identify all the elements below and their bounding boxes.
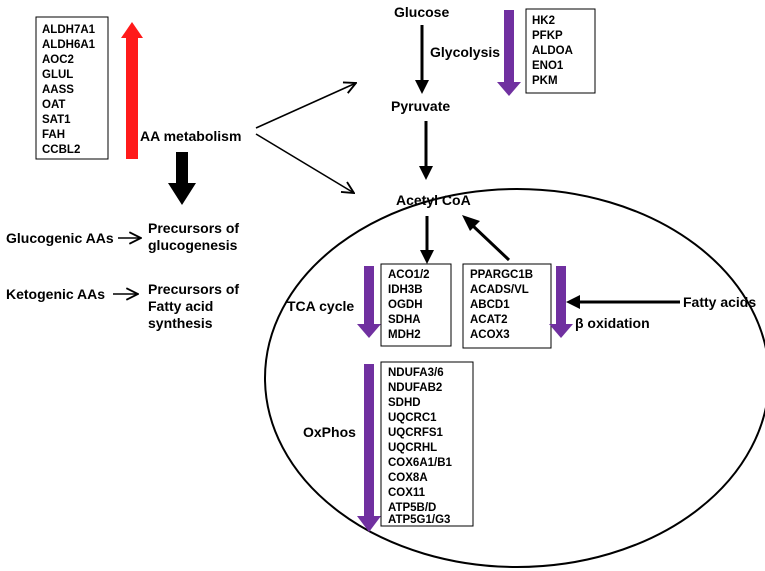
beta-ox-gene-box [462,263,552,349]
beta-oxidation-label: β oxidation [575,315,650,331]
precursors-fatty-acid-line1: Precursors of [148,281,239,297]
betaox-to-acetylcoa-arrow [462,215,511,262]
beta-ox-gene: ACOX3 [470,329,510,341]
glycolysis-gene: PFKP [532,30,563,42]
aa-gene: AASS [42,84,74,96]
ketogenic-aas-label: Ketogenic AAs [6,286,105,302]
beta-ox-gene: PPARGC1B [470,269,533,281]
tca-gene-box [380,263,452,347]
tca-gene: MDH2 [388,329,421,341]
aa-to-precursors-arrow [168,152,196,205]
acetylcoa-to-tca-arrow [420,216,434,264]
oxphos-gene: NDUFAB2 [388,382,442,394]
aa-gene: OAT [42,99,65,111]
oxphos-down-arrow [357,364,381,532]
oxphos-gene-box [380,361,474,527]
mitochondrion-ellipse [264,188,765,568]
glucose-to-pyruvate-arrow [415,25,429,94]
beta-ox-gene: ACAT2 [470,314,507,326]
tca-gene: IDH3B [388,284,423,296]
pyruvate-to-acetylcoa-arrow [419,121,433,180]
beta-ox-gene: ABCD1 [470,299,510,311]
glycolysis-gene-box [525,8,596,94]
aa-to-pyruvate-arrow [255,83,356,129]
tca-gene: OGDH [388,299,423,311]
pyruvate-label: Pyruvate [391,98,450,114]
oxphos-gene: ATP5B/D [388,502,436,514]
tca-cycle-label: TCA cycle [287,298,354,314]
oxphos-gene: UQCRC1 [388,412,437,424]
tca-gene: SDHA [388,314,421,326]
aa-up-arrow [121,22,143,159]
aa-gene: SAT1 [42,114,71,126]
oxphos-gene: COX8A [388,472,428,484]
glycolysis-gene: ENO1 [532,60,564,72]
aa-gene: ALDH7A1 [42,24,96,36]
beta-ox-down-arrow [549,266,573,338]
beta-ox-gene: ACADS/VL [470,284,529,296]
aa-gene: FAH [42,129,65,141]
acetyl-coa-label: Acetyl CoA [396,192,471,208]
oxphos-gene: UQCRFS1 [388,427,444,439]
precursors-fatty-acid-line3: synthesis [148,315,213,331]
oxphos-gene: COX11 [388,487,426,499]
tca-down-arrow [357,266,381,338]
aa-gene-box [35,16,109,160]
glycolysis-gene: HK2 [532,15,555,27]
oxphos-gene: COX6A1/B1 [388,457,453,469]
oxphos-gene: SDHD [388,397,421,409]
tca-gene: ACO1/2 [388,269,430,281]
aa-metabolism-label: AA metabolism [140,128,241,144]
oxphos-label: OxPhos [303,424,356,440]
glucose-label: Glucose [394,4,449,20]
glycolysis-down-arrow [497,10,521,96]
aa-gene: CCBL2 [42,144,80,156]
precursors-glucogenesis-line1: Precursors of [148,220,239,236]
aa-gene: AOC2 [42,54,74,66]
glycolysis-gene: PKM [532,75,558,87]
glycolysis-gene: ALDOA [532,45,573,57]
precursors-fatty-acid-line2: Fatty acid [148,298,213,314]
aa-gene: GLUL [42,69,73,81]
oxphos-gene: UQCRHL [388,442,437,454]
aa-gene: ALDH6A1 [42,39,96,51]
glycolysis-label: Glycolysis [430,44,500,60]
glucogenic-aas-label: Glucogenic AAs [6,230,114,246]
oxphos-gene: NDUFA3/6 [388,367,444,379]
fatty-acids-arrow [566,295,680,309]
aa-to-acetylcoa-arrow [255,133,354,193]
fatty-acids-label: Fatty acids [683,294,756,310]
oxphos-gene: ATP5G1/G3 [388,514,450,526]
precursors-glucogenesis-line2: glucogenesis [148,237,238,253]
